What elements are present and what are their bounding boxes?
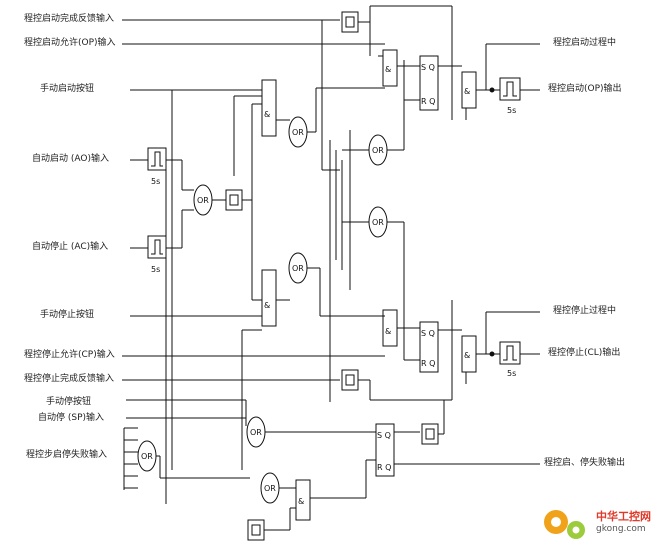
sr-r-2: R Q [421,359,435,368]
label-auto-stop: 自动停止 (AC)输入 [32,242,109,252]
mid-connections [307,20,385,402]
sr-r-3: R Q [377,463,391,472]
and-gate-stop-main [382,309,420,347]
label-manual-stop: 手动停止按钮 [40,310,95,320]
pulse-label-2: 5s [151,265,160,274]
memory-block-top [341,5,453,120]
pulse-auto-start [147,147,167,171]
label-auto-start: 自动启动 (AO)输入 [32,154,109,164]
memory-block-auto [225,189,252,211]
sr-s-2: S Q [421,329,435,338]
and-label-1: & [264,110,270,119]
pulse-label-3: 5s [507,106,516,115]
memory-block-fail [247,507,296,541]
and-label-2: & [264,301,270,310]
or-label-start: OR [292,128,304,137]
fail-input-comb [123,427,138,490]
or-label-step: OR [264,484,276,493]
pulse-label-1: 5s [151,177,160,186]
or-gate-auto [166,159,226,249]
or-label-fail: OR [141,452,153,461]
label-stop-permit: 程控停止允许(CP)输入 [24,350,115,360]
and-gate-start-output [461,43,540,120]
and-label-5: & [385,327,391,336]
pulse-label-4: 5s [507,369,516,378]
and-gate-manual-stop [242,269,290,331]
and-label-4: & [464,87,470,96]
label-start-in-progress: 程控启动过程中 [553,38,617,48]
junction-1 [489,87,495,93]
label-start-done: 程控启动完成反馈输入 [24,14,115,24]
label-stop-in-progress: 程控停止过程中 [553,306,617,316]
watermark-brand: 中华工控网 [596,510,651,523]
sr-r-1: R Q [421,97,435,106]
memory-block-fail-2 [421,400,445,445]
or-label-mid2: OR [372,218,384,227]
or-label-auto: OR [197,196,209,205]
label-stop-done: 程控停止完成反馈输入 [24,374,115,384]
pulse-stop-output [499,341,521,365]
mid-or-wiring [342,130,405,360]
pulse-auto-stop [147,235,167,259]
label-manual-stop-switch: 手动停按钮 [46,397,92,407]
and-label-6: & [464,351,470,360]
label-step-fail: 程控步启停失败输入 [26,450,108,460]
label-stop-output: 程控停止(CL)输出 [548,348,621,358]
and-gate-manual-start [234,79,290,137]
sr-latch-stop [404,321,462,373]
watermark: 中华工控网 gkong.com [538,502,664,546]
memory-block-bottom [341,300,453,401]
and-gate-fail [295,459,376,521]
and-gate-start-main [378,49,420,87]
label-fail-output: 程控启、停失败输出 [544,458,626,468]
sr-s-3: S Q [377,431,391,440]
sr-latch-start [403,55,462,150]
gear-logo-icon [544,510,585,539]
and-gate-stop-output [461,311,540,384]
sr-s-1: S Q [421,63,435,72]
and-label-3: & [385,65,391,74]
or-label-mid1: OR [372,146,384,155]
junction-2 [489,351,495,357]
label-start-output: 程控启动(OP)输出 [548,84,622,94]
label-auto-stop-sp: 自动停 (SP)输入 [38,413,105,423]
sr-latch-fail [375,423,540,477]
label-start-permit: 程控启动允许(OP)输入 [24,38,116,48]
or-label-sf: OR [250,428,262,437]
and-label-7: & [298,497,304,506]
pulse-start-output [499,77,521,101]
input-lines [122,19,385,419]
watermark-url: gkong.com [596,524,646,534]
bus-lines [165,90,253,504]
label-manual-start: 手动启动按钮 [40,84,95,94]
or-label-stop: OR [292,264,304,273]
